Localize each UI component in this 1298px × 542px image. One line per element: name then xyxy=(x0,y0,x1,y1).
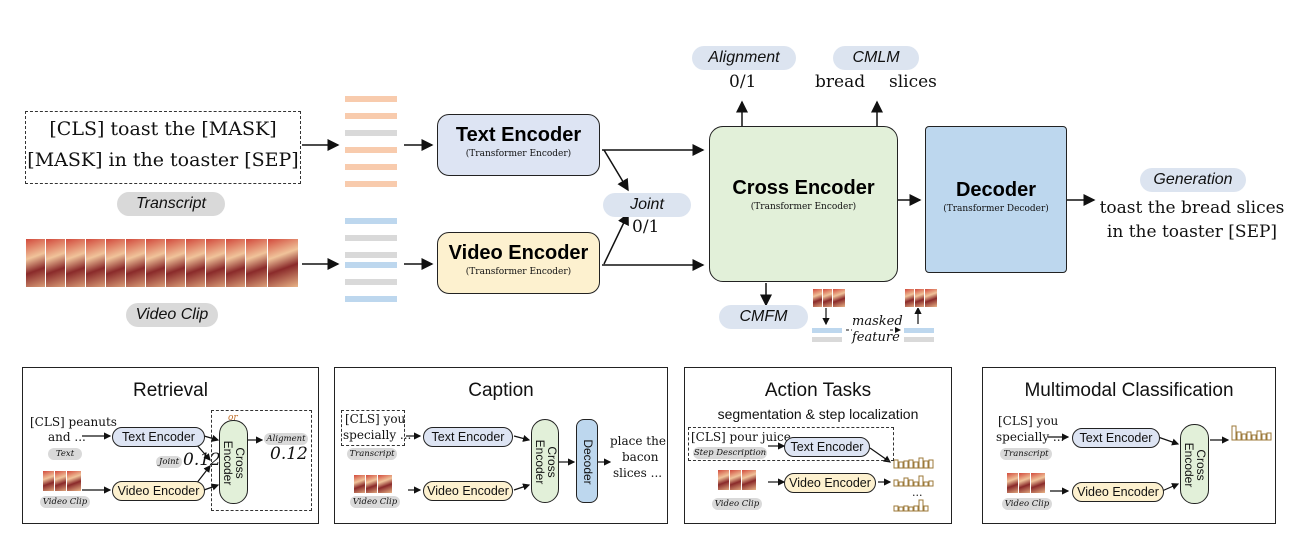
transcript-pill: Transcript xyxy=(117,192,225,216)
video-clip-frames xyxy=(25,238,300,290)
action-video-frames xyxy=(717,469,757,493)
caption-video-pill: Video Clip xyxy=(350,496,400,508)
masked-feature-line-1: masked xyxy=(852,314,903,329)
caption-text-encoder: Text Encoder xyxy=(423,427,513,447)
cmfm-pill: CMFM xyxy=(719,305,808,329)
joint-pill: Joint xyxy=(603,193,691,217)
masked-feature-line-2: feature xyxy=(852,330,900,345)
action-text-pill: Step Description xyxy=(693,447,767,459)
action-video-encoder: Video Encoder xyxy=(784,473,876,493)
caption-output-line-3: slices ... xyxy=(613,466,663,480)
caption-text-pill: Transcript xyxy=(347,448,397,460)
action-bars-2 xyxy=(893,475,934,487)
decoder-box: Decoder (Transformer Decoder) xyxy=(925,126,1067,273)
action-title: Action Tasks xyxy=(764,380,872,401)
retrieval-text-encoder: Text Encoder xyxy=(112,427,205,447)
classification-text-line-1: [CLS] you xyxy=(998,414,1059,428)
retrieval-joint-label: Joint xyxy=(156,456,182,468)
retrieval-video-pill: Video Clip xyxy=(40,496,90,508)
classification-cross-encoder: Cross Encoder xyxy=(1180,424,1209,504)
action-text-encoder: Text Encoder xyxy=(784,437,870,457)
classification-video-pill: Video Clip xyxy=(1002,498,1052,510)
classification-title: Multimodal Classification xyxy=(1024,380,1234,401)
generation-line-2: in the toaster [SEP] xyxy=(1106,222,1278,242)
cross-encoder-sub: (Transformer Encoder) xyxy=(750,202,857,212)
masked-frames-right xyxy=(904,288,940,310)
retrieval-text-line-2: and ... xyxy=(48,430,86,444)
retrieval-cross-encoder: Cross Encoder xyxy=(219,420,248,504)
video-encoder-box: Video Encoder (Transformer Encoder) xyxy=(437,232,600,294)
action-video-pill: Video Clip xyxy=(712,498,762,510)
text-encoder-sub: (Transformer Encoder) xyxy=(465,149,572,159)
generation-line-1: toast the bread slices xyxy=(1099,198,1285,218)
cmlm-word-1: bread xyxy=(815,72,866,92)
caption-text-box xyxy=(341,410,405,446)
caption-output-line-2: bacon xyxy=(622,450,659,464)
cross-encoder-title: Cross Encoder xyxy=(732,177,875,199)
decoder-sub: (Transformer Decoder) xyxy=(943,204,1049,214)
cmlm-word-2: slices xyxy=(889,72,937,92)
alignment-value: 0/1 xyxy=(729,72,757,92)
classification-panel: Multimodal Classification xyxy=(982,367,1276,524)
action-bars-3 xyxy=(893,499,929,512)
decoder-title: Decoder xyxy=(955,179,1037,201)
retrieval-panel: Retrieval xyxy=(22,367,319,524)
caption-decoder: Decoder xyxy=(576,419,598,503)
transcript-line-2: [MASK] in the toaster [SEP] xyxy=(27,149,299,171)
caption-decoder-label: Decoder xyxy=(581,439,595,485)
cross-encoder-box: Cross Encoder (Transformer Encoder) xyxy=(709,126,898,282)
caption-output-line-1: place the xyxy=(610,434,666,448)
classification-text-encoder: Text Encoder xyxy=(1072,428,1160,448)
caption-text-line-1: [CLS] you xyxy=(345,412,406,426)
action-text-line-1: [CLS] pour juice xyxy=(691,430,791,444)
class-bars xyxy=(1231,425,1272,441)
video-token-stack xyxy=(345,218,397,302)
action-panel: Action Tasks segmentation & step localiz… xyxy=(684,367,952,524)
joint-value: 0/1 xyxy=(632,217,660,237)
retrieval-alignment-value: 0.12 xyxy=(270,444,308,464)
action-ellipsis: ... xyxy=(912,486,923,499)
action-subtitle: segmentation & step localization xyxy=(717,406,919,422)
retrieval-dashed-group xyxy=(211,410,312,511)
transcript-box xyxy=(25,111,301,184)
retrieval-cross-encoder-label: Cross Encoder xyxy=(221,440,247,486)
retrieval-alignment-label: Aligment xyxy=(264,433,308,445)
caption-cross-encoder-label: Cross Encoder xyxy=(533,439,559,485)
video-encoder-sub: (Transformer Encoder) xyxy=(465,267,572,277)
retrieval-title: Retrieval xyxy=(133,380,208,401)
caption-title: Caption xyxy=(468,380,534,401)
classification-video-frames xyxy=(1006,472,1046,496)
retrieval-video-frames xyxy=(42,470,82,494)
alignment-pill: Alignment xyxy=(692,46,796,70)
caption-video-encoder: Video Encoder xyxy=(423,481,513,501)
generation-pill: Generation xyxy=(1140,168,1246,192)
retrieval-text-pill: Text xyxy=(48,448,82,460)
action-bars-1 xyxy=(893,457,934,469)
caption-cross-encoder: Cross Encoder xyxy=(531,419,559,503)
text-token-stack xyxy=(345,96,397,187)
classification-video-encoder: Video Encoder xyxy=(1072,482,1164,502)
video-clip-pill: Video Clip xyxy=(126,303,218,327)
text-encoder-box: Text Encoder (Transformer Encoder) xyxy=(437,114,600,176)
classification-cross-encoder-label: Cross Encoder xyxy=(1182,442,1208,488)
cmlm-pill: CMLM xyxy=(833,46,919,70)
retrieval-or-label: or xyxy=(228,413,238,423)
classification-text-line-2: specially ... xyxy=(996,430,1065,444)
transcript-line-1: [CLS] toast the [MASK] xyxy=(49,118,277,140)
text-encoder-title: Text Encoder xyxy=(455,124,582,146)
masked-frames-left xyxy=(812,288,848,310)
action-text-box xyxy=(688,427,894,461)
classification-text-pill: Transcript xyxy=(1000,448,1052,460)
caption-video-frames xyxy=(353,474,393,496)
caption-text-line-2: specially ... xyxy=(343,428,412,442)
caption-panel: Caption xyxy=(334,367,668,524)
retrieval-video-encoder: Video Encoder xyxy=(112,481,205,501)
retrieval-text-line-1: [CLS] peanuts xyxy=(30,415,117,429)
video-encoder-title: Video Encoder xyxy=(448,242,589,264)
